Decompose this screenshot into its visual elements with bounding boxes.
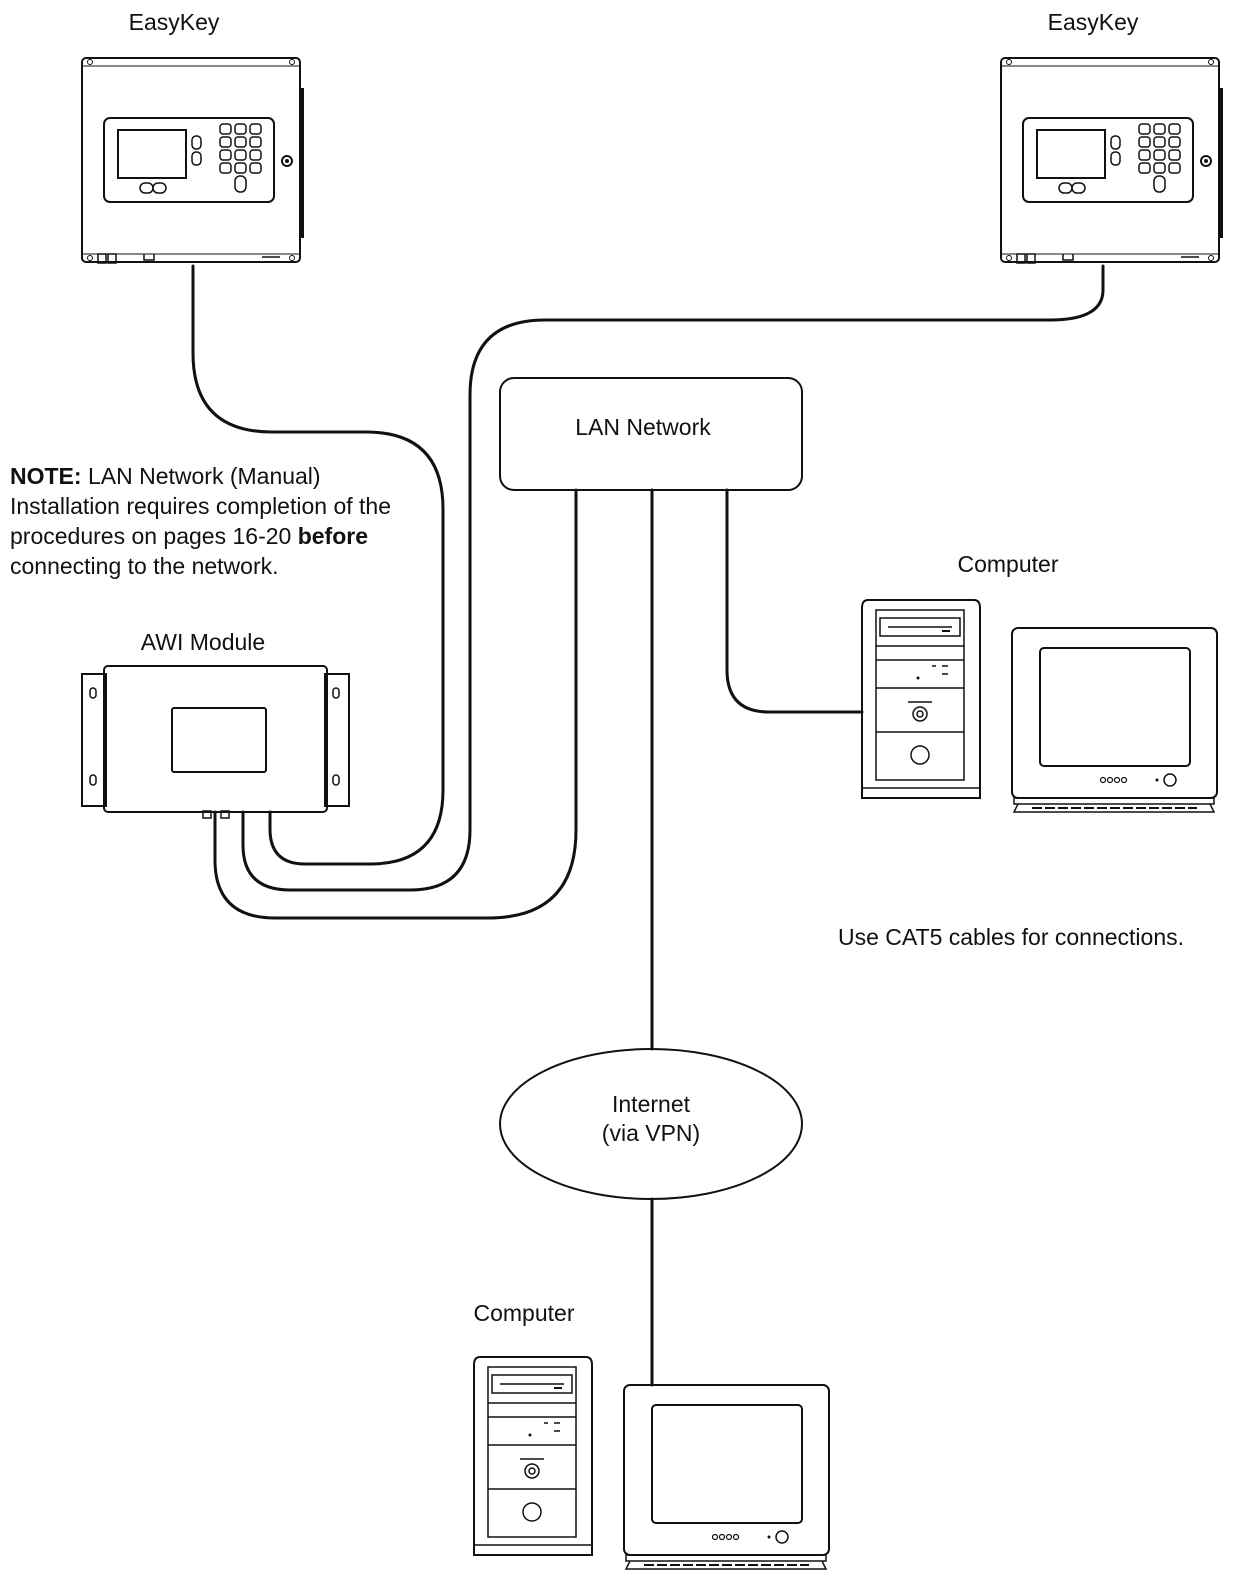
internet-label-line2: (via VPN) [602,1120,700,1146]
computer-right [861,599,1218,813]
note-prefix: NOTE: [10,463,82,489]
cable-lan-to-awi [213,488,578,920]
note-emphasis: before [297,523,368,549]
computer-right-label: Computer [958,551,1059,577]
easykey-device-left [81,57,305,264]
installation-note: NOTE: LAN Network (Manual) Installation … [10,461,430,581]
cable-easykey-right-to-awi [241,264,1105,892]
cable-easykey-left-to-awi [191,264,445,866]
lan-network-label: LAN Network [575,414,711,440]
computer-bottom-label: Computer [474,1300,575,1326]
internet-label-line1: Internet [612,1091,691,1117]
cable-lan-to-computer-right [725,488,864,714]
note-text-2: connecting to the network. [10,553,279,579]
awi-module-label: AWI Module [141,629,265,655]
cable-note: Use CAT5 cables for connections. [838,924,1185,950]
easykey-left-label: EasyKey [129,9,220,35]
computer-bottom [473,1356,830,1570]
easykey-right-label: EasyKey [1048,9,1139,35]
easykey-device-right [1000,57,1224,264]
awi-module-device [81,665,350,819]
note-text-1: LAN Network (Manual) Installation requir… [10,463,391,549]
